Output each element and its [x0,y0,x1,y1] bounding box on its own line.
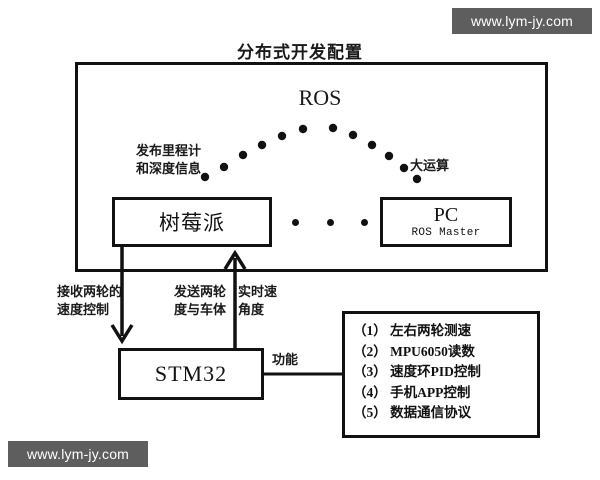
watermark-top-right: www.lym-jy.com [452,8,592,34]
annotation-function: 功能 [272,352,299,367]
node-raspberry-pi[interactable]: 树莓派 [112,197,272,247]
list-item: （2） MPU6050读数 [353,343,475,359]
annotation-publish-odometry: 发布里程计 和深度信息 [136,143,202,176]
list-item: （4） 手机APP控制 [353,384,471,400]
annotation-receive-wheel-speed: 接收两轮的 速度控制 [57,284,123,317]
node-pc[interactable]: PC ROS Master [380,197,512,247]
list-item: （1） 左右两轮测速 [353,323,472,338]
annotation-send-wheel-speed: 发送两轮 度与车体 [174,284,227,317]
list-item: （5） 数据通信协议 [353,405,472,421]
ellipsis-dots-icon [292,214,368,230]
annotation-heavy-compute: 大运算 [410,158,450,173]
ellipsis-dot [361,218,368,226]
ellipsis-dot [326,218,334,226]
ellipsis-dot [292,218,299,226]
node-stm32[interactable]: STM32 [118,348,264,400]
node-raspberry-pi-label: 树莓派 [159,211,225,235]
annotation-realtime-angle: 实时速 角度 [238,284,278,317]
ros-arc-dots-icon [200,123,422,184]
function-list-box: （1） 左右两轮测速 （2） MPU6050读数 （3） 速度环PID控制 （4… [342,311,540,438]
list-item: （3） 速度环PID控制 [353,364,481,380]
node-stm32-label: STM32 [154,361,228,386]
page-title: 分布式开发配置 [237,43,363,62]
ros-label: ROS [298,85,342,110]
node-pc-label: PC [433,204,459,226]
ros-container-box [75,62,548,272]
watermark-bottom-left: www.lym-jy.com [8,441,148,467]
node-pc-sublabel: ROS Master [411,227,481,239]
arrow-rpi-to-stm32-head [110,324,134,345]
